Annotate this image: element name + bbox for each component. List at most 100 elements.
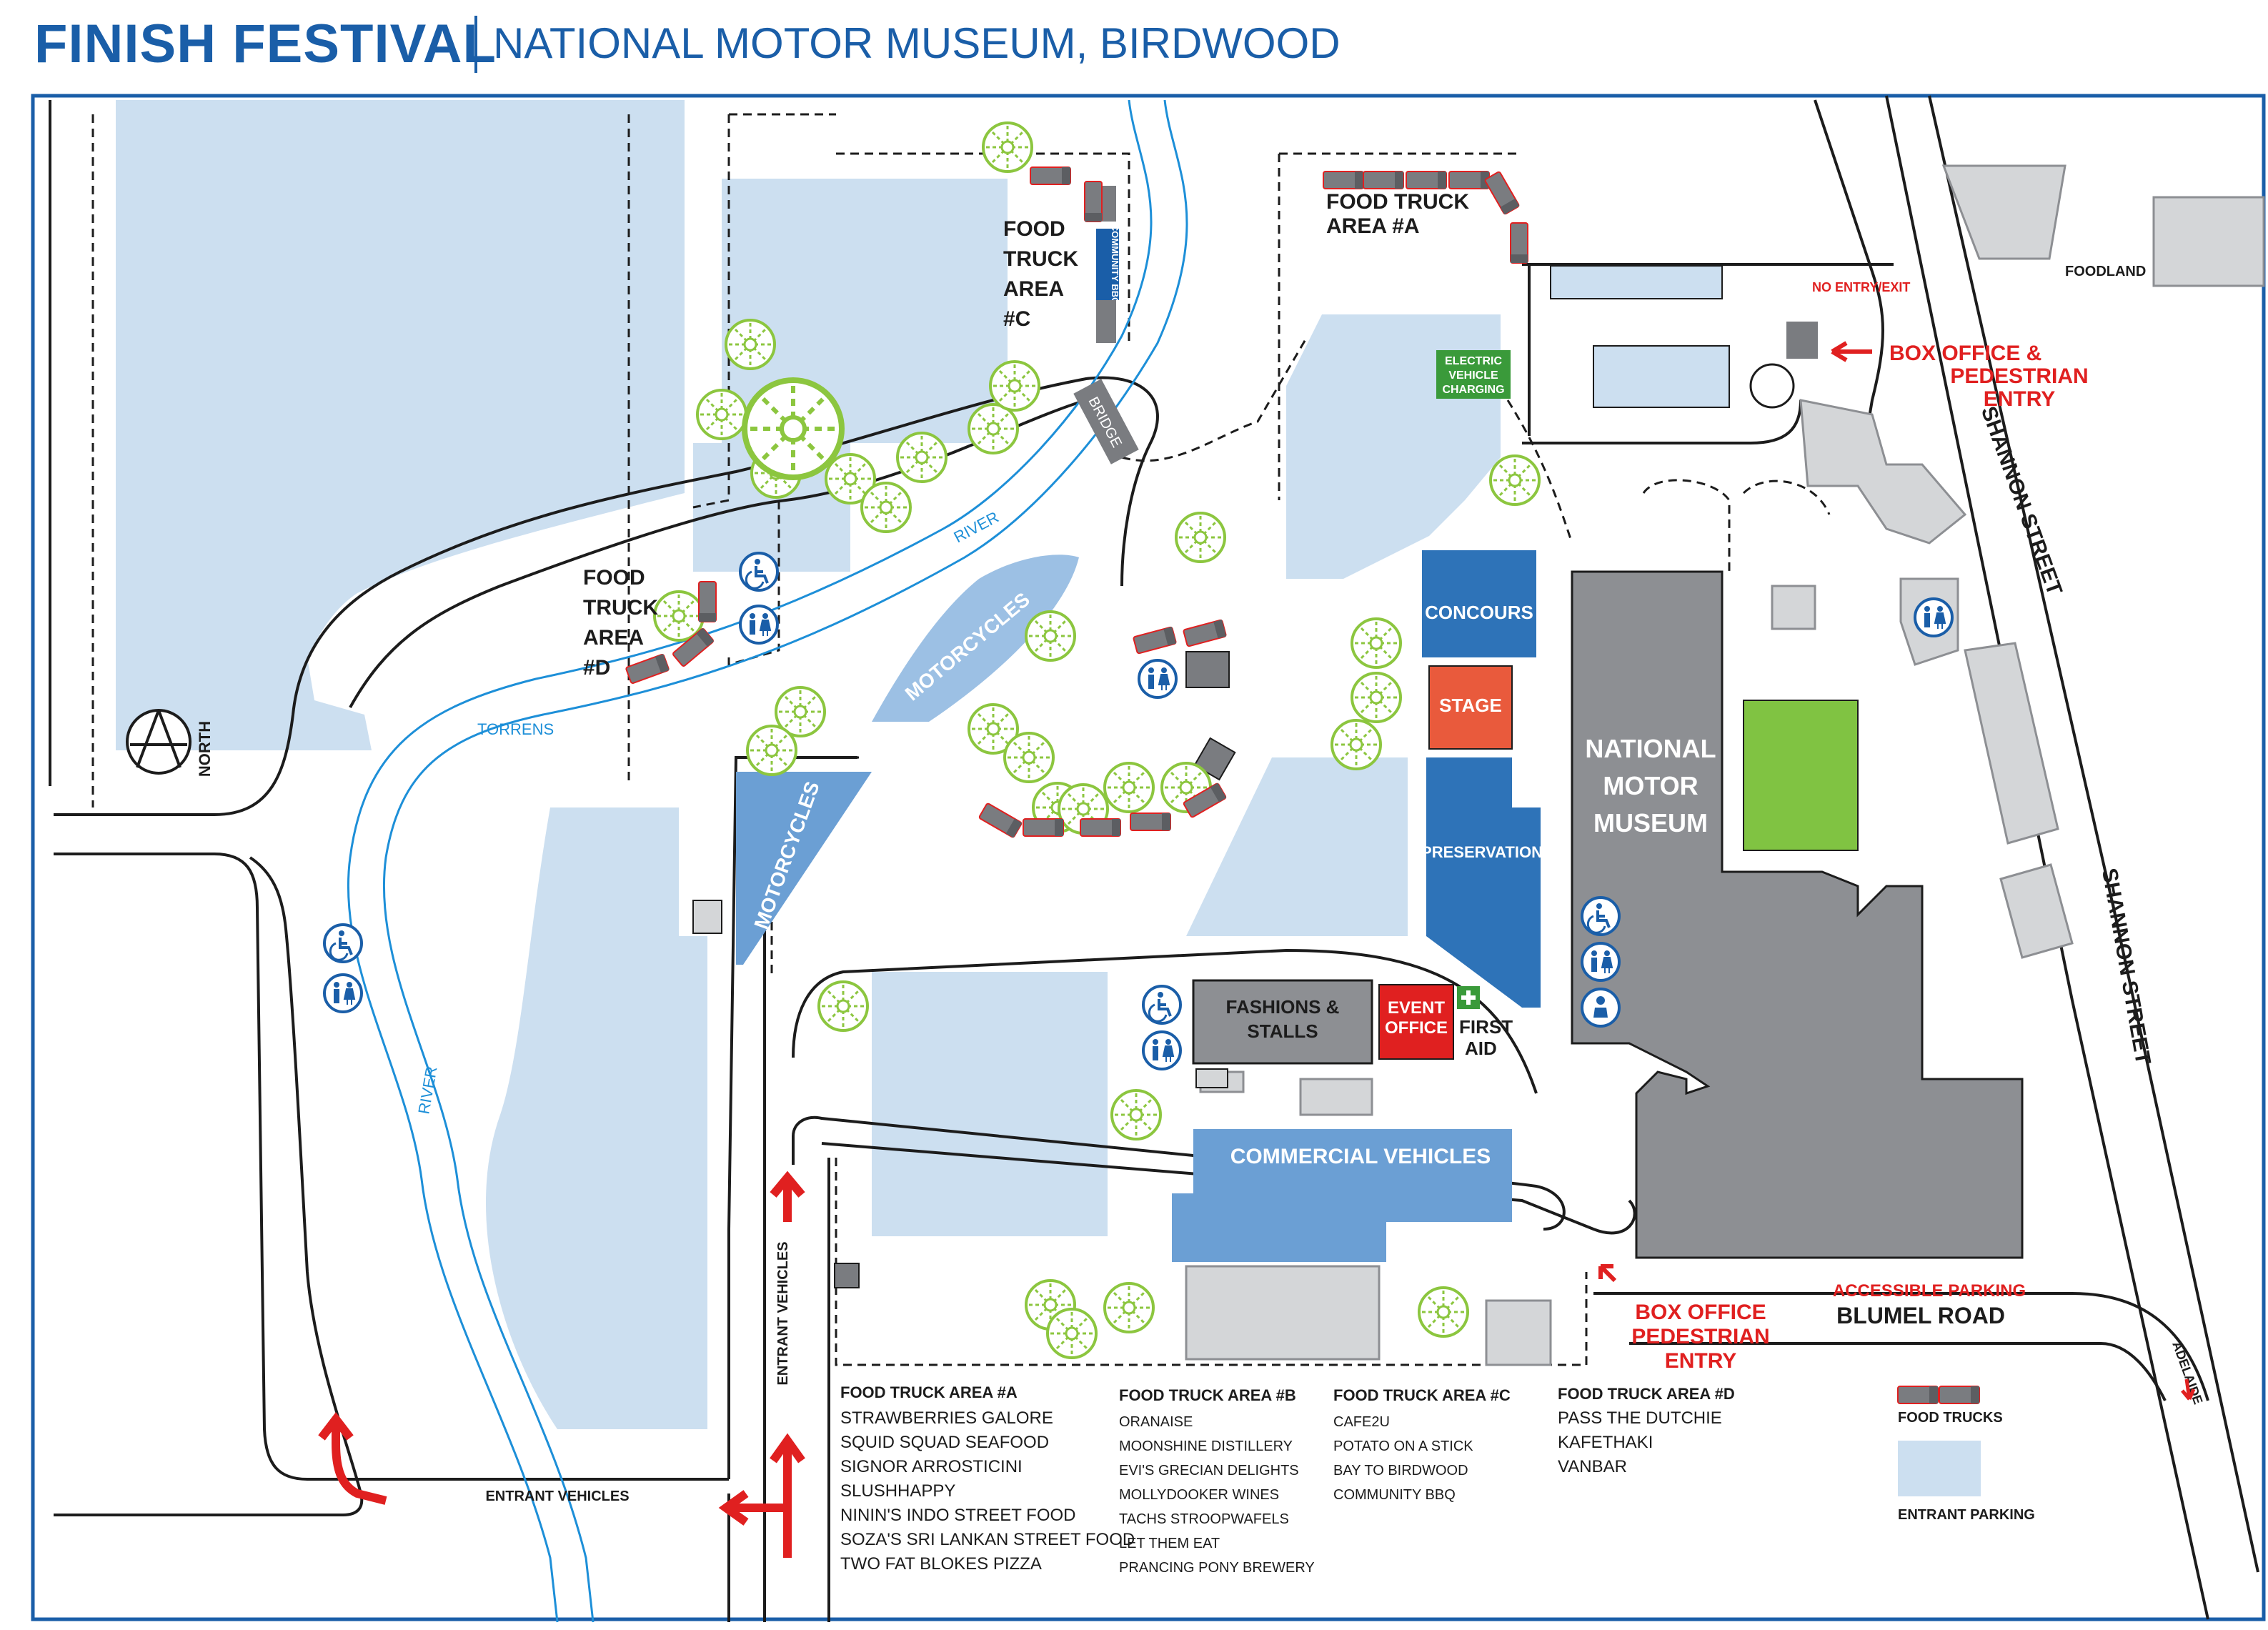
food-truck-icon [1323, 171, 1364, 189]
vendor-item: NININ'S INDO STREET FOOD [840, 1506, 1076, 1525]
tree-icon [696, 389, 747, 440]
vendor-list-d: FOOD TRUCK AREA #D PASS THE DUTCHIE KAFE… [1558, 1385, 1735, 1476]
tree-icon [896, 432, 948, 483]
tree-icon [1103, 762, 1155, 813]
tree-icon [989, 360, 1040, 412]
buildings [1185, 164, 2265, 1366]
vendor-item: SOZA'S SRI LANKAN STREET FOOD [840, 1530, 1135, 1549]
vendor-item: ORANAISE [1119, 1414, 1193, 1430]
food-truck-icon [1448, 171, 1490, 189]
vendor-item: CAFE2U [1333, 1414, 1390, 1430]
food-truck-area-a-line2: AREA #A [1326, 214, 1420, 238]
legend-parking-swatch [1898, 1441, 1981, 1496]
page-title: FINISH FESTIVAL [34, 14, 497, 74]
vendor-list-d-heading: FOOD TRUCK AREA #D [1558, 1385, 1735, 1403]
food-truck-area-c-label: FOOD TRUCK AREA #C [1003, 217, 1078, 331]
vendor-item: SLUSHHAPPY [840, 1481, 955, 1501]
fashions-label-line2: STALLS [1247, 1020, 1318, 1042]
food-truck-area-d-label: FOOD TRUCK AREA #D [583, 566, 658, 680]
food-truck-area-c-line1: FOOD [1003, 217, 1065, 241]
food-truck-icon [1084, 181, 1103, 222]
vendor-item: PASS THE DUTCHIE [1558, 1408, 1722, 1428]
tree-icon [1351, 672, 1402, 723]
box-office-top: BOX OFFICE & PEDESTRIAN ENTRY [1831, 341, 2089, 411]
vendor-list-c: FOOD TRUCK AREA #C CAFE2U POTATO ON A ST… [1333, 1386, 1511, 1503]
food-truck-icon [1080, 818, 1121, 837]
community-bbq-label: COMMUNITY BBQ [1110, 224, 1120, 304]
toilets-icon [1138, 659, 1178, 699]
entry-arrow-icon [1598, 1264, 1617, 1283]
accessible-icon [323, 923, 363, 963]
vendor-lists: FOOD TRUCK AREA #A STRAWBERRIES GALORE S… [840, 1383, 1735, 1576]
food-truck-icon [1406, 171, 1447, 189]
baby-change-icon [1581, 988, 1621, 1028]
box-office-top-line2: PEDESTRIAN [1950, 364, 2088, 388]
tree-icon [1046, 1308, 1098, 1359]
accessible-icon [739, 552, 779, 592]
commercial-vehicles-label: COMMERCIAL VEHICLES [1230, 1145, 1491, 1168]
vendor-item: EVI'S GRECIAN DELIGHTS [1119, 1463, 1299, 1479]
food-truck-area-c-line4: #C [1003, 307, 1030, 331]
food-truck-area-a-label: FOOD TRUCK AREA #A [1326, 190, 1469, 238]
vendor-item: VANBAR [1558, 1457, 1627, 1476]
vendor-item: MOONSHINE DISTILLERY [1119, 1438, 1293, 1454]
food-truck-icon [1363, 171, 1404, 189]
vendor-item: TACHS STROOPWAFELS [1119, 1511, 1289, 1527]
ev-label-line3: CHARGING [1442, 384, 1504, 396]
tree-icon [1003, 732, 1055, 783]
tree-icon [860, 482, 912, 533]
accessible-parking-label: ACCESSIBLE PARKING [1833, 1281, 2026, 1301]
food-truck-icon [1030, 167, 1071, 185]
tree-icon [1175, 512, 1226, 563]
ev-label-line2: VEHICLE [1448, 369, 1498, 382]
tree-icon [1351, 617, 1402, 669]
entry-arrow-icon [318, 1412, 387, 1505]
first-aid-label-line2: AID [1465, 1038, 1497, 1059]
entry-arrow-icon [1831, 341, 1872, 362]
kiosks [692, 651, 1236, 1288]
vendor-item: SIGNOR ARROSTICINI [840, 1457, 1023, 1476]
toilets-icon [1581, 942, 1621, 982]
lawn [1743, 700, 1859, 851]
food-truck-icon [1510, 222, 1528, 264]
first-aid-label-line1: FIRST [1459, 1016, 1513, 1038]
food-truck-area-d-line2: TRUCK [583, 596, 658, 620]
vendor-item: KAFETHAKI [1558, 1433, 1653, 1452]
carpark-bays [1550, 265, 1730, 408]
blumel-road-label: BLUMEL ROAD [1836, 1303, 2005, 1328]
museum-label-line1: NATIONAL [1585, 734, 1716, 763]
legend-entrant-parking: ENTRANT PARKING [1898, 1441, 2035, 1523]
national-motor-museum-building [1571, 570, 2024, 1259]
map-header: FINISH FESTIVAL NATIONAL MOTOR MUSEUM, B… [0, 0, 2268, 86]
accessible-icon [1142, 985, 1182, 1025]
event-office-label-line1: EVENT [1388, 998, 1445, 1018]
vendor-item: BAY TO BIRDWOOD [1333, 1463, 1468, 1479]
vendor-list-a: FOOD TRUCK AREA #A STRAWBERRIES GALORE S… [840, 1383, 1135, 1574]
tree-icon [1418, 1286, 1469, 1338]
vendor-item: LET THEM EAT [1119, 1536, 1220, 1551]
accessible-icon [1581, 896, 1621, 936]
ev-charging: ELECTRIC VEHICLE CHARGING [1436, 350, 1511, 399]
compass-label: NORTH [196, 721, 214, 777]
food-truck-area-d-line4: #D [583, 656, 610, 680]
box-office-bottom: BOX OFFICE PEDESTRIAN ENTRY [1598, 1264, 1770, 1373]
vendor-list-a-heading: FOOD TRUCK AREA #A [840, 1383, 1018, 1401]
box-office-top-line1: BOX OFFICE & [1889, 342, 2041, 365]
entrant-vehicles-route: ENTRANT VEHICLES ENTRANT VEHICLES [318, 1171, 805, 1558]
tree-icon [982, 121, 1033, 173]
vendor-item: STRAWBERRIES GALORE [840, 1408, 1053, 1428]
commercial-vehicles-zone: COMMERCIAL VEHICLES [1172, 1129, 1512, 1262]
museum-label-line2: MOTOR [1603, 771, 1698, 800]
food-truck-area-c-line2: TRUCK [1003, 247, 1078, 271]
tree-icon [1331, 719, 1382, 770]
first-aid: FIRST AID [1457, 986, 1513, 1059]
event-office-zone: EVENT OFFICE [1378, 984, 1454, 1060]
food-truck-icon [698, 581, 717, 622]
food-truck-icon [1897, 1386, 1939, 1404]
tree-icon [653, 590, 705, 642]
tree-icon [746, 725, 797, 776]
food-truck-icon [1130, 812, 1171, 831]
stage-zone: STAGE [1428, 665, 1513, 750]
tree-icon [725, 319, 776, 370]
